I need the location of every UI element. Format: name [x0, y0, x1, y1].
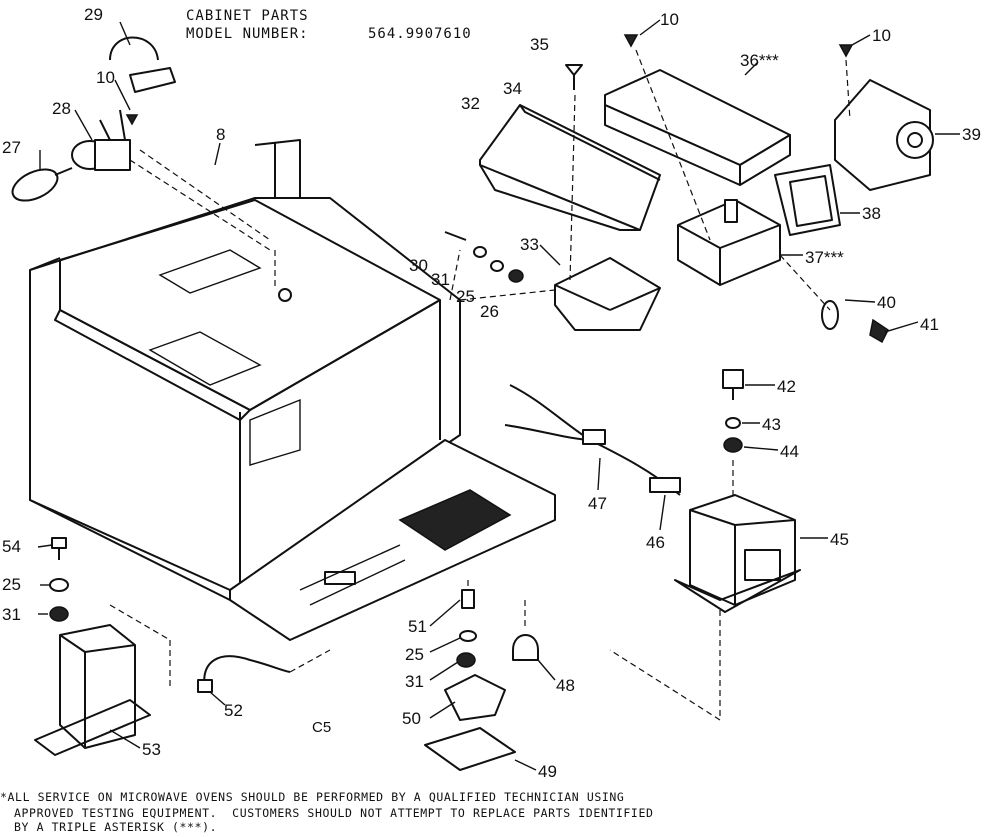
callout-45: 45	[830, 530, 849, 549]
base-pan-part	[229, 439, 556, 641]
transformer-part	[674, 494, 801, 613]
callout-44: 44	[780, 442, 799, 461]
guide-lines	[109, 49, 851, 721]
screw-35-part	[565, 64, 583, 90]
leader-lines	[37, 19, 960, 771]
callout-25-c: 25	[405, 645, 424, 664]
callout-33: 33	[520, 235, 539, 254]
magnetron-part	[677, 199, 781, 286]
callout-37: 37***	[805, 248, 844, 267]
callout-47: 47	[588, 494, 607, 513]
callout-10-c: 10	[872, 26, 891, 45]
callout-50: 50	[402, 709, 421, 728]
capacitor-hardware-part	[49, 537, 69, 622]
callout-51: 51	[408, 617, 427, 636]
lamp-socket-part	[71, 109, 131, 171]
callout-42: 42	[777, 377, 796, 396]
callout-26: 26	[480, 302, 499, 321]
diagram-title: CABINET PARTS	[186, 8, 309, 24]
callout-48: 48	[556, 676, 575, 695]
figure-code: C5	[312, 719, 331, 736]
callout-32: 32	[461, 94, 480, 113]
lamp-part	[11, 167, 73, 202]
callout-38: 38	[862, 204, 881, 223]
callout-27: 27	[2, 138, 21, 157]
callout-40: 40	[877, 293, 896, 312]
callout-labels: 29 10 28 27 8 35 10 36*** 10 39 32 34 38…	[2, 5, 981, 781]
callout-52: 52	[224, 701, 243, 720]
callout-31-a: 31	[431, 270, 450, 289]
mounting-hardware-part	[444, 231, 524, 283]
callout-31-b: 31	[2, 605, 21, 624]
air-duct-cover-part	[479, 104, 661, 231]
callout-25-b: 25	[2, 575, 21, 594]
waveguide-box-part	[554, 257, 661, 331]
capacitor-part	[34, 624, 151, 756]
model-number-value: 564.9907610	[368, 26, 472, 42]
model-number-label: MODEL NUMBER:	[186, 26, 309, 42]
callout-43: 43	[762, 415, 781, 434]
thermal-cutout-part	[821, 300, 889, 344]
callout-31-c: 31	[405, 672, 424, 691]
footnote-line-3: BY A TRIPLE ASTERISK (***).	[14, 820, 218, 834]
callout-39: 39	[962, 125, 981, 144]
fan-motor-part	[834, 79, 934, 191]
footnote-line-2: APPROVED TESTING EQUIPMENT. CUSTOMERS SH…	[14, 806, 654, 820]
lower-assembly-part	[424, 589, 539, 771]
ground-wire-part	[197, 655, 291, 693]
callout-41: 41	[920, 315, 939, 334]
callout-34: 34	[503, 79, 522, 98]
callout-10-b: 10	[660, 10, 679, 29]
callout-10-a: 10	[96, 68, 115, 87]
callout-53: 53	[142, 740, 161, 759]
screw-part	[125, 34, 854, 126]
callout-36: 36***	[740, 51, 779, 70]
callout-25-a: 25	[456, 287, 475, 306]
callout-49: 49	[538, 762, 557, 781]
wire-harness-part	[504, 384, 681, 496]
footnote-line-1: *ALL SERVICE ON MICROWAVE OVENS SHOULD B…	[0, 790, 625, 804]
callout-54: 54	[2, 537, 21, 556]
callout-8: 8	[216, 125, 225, 144]
air-guide-duct-part	[774, 164, 841, 236]
callout-30: 30	[409, 256, 428, 275]
cabinet-frame-part	[29, 139, 461, 601]
callout-46: 46	[646, 533, 665, 552]
callout-29: 29	[84, 5, 103, 24]
callout-28: 28	[52, 99, 71, 118]
bracket-clip-part	[109, 36, 176, 93]
callout-35: 35	[530, 35, 549, 54]
bolt-washer-part	[722, 369, 744, 453]
